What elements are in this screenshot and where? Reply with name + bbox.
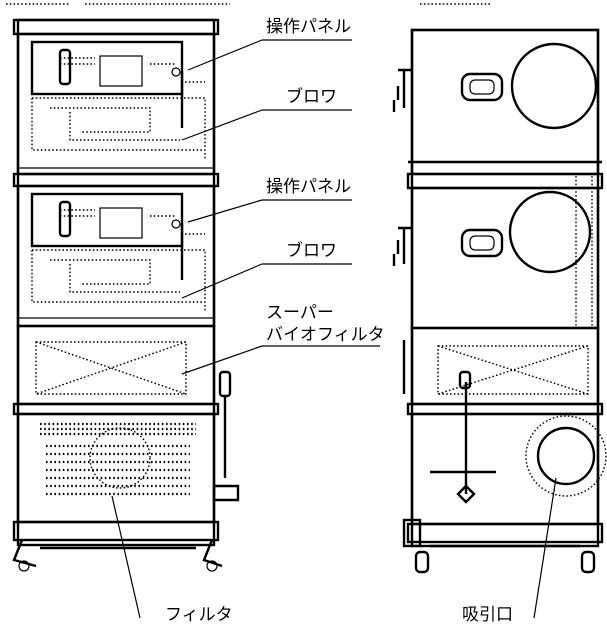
side-view — [392, 28, 607, 574]
side-cabinet-outline — [410, 28, 600, 548]
front-cabinet-outline — [16, 18, 216, 547]
front-side-handle — [212, 370, 240, 502]
super-bio-filter-label-line2: バイオフィルタ — [266, 325, 385, 345]
front-view — [12, 18, 240, 572]
super-bio-filter-label-line1: スーパー — [266, 303, 334, 323]
lower-side-circle — [508, 190, 592, 274]
front-upper-blower-module — [16, 32, 216, 176]
upper-control-panel — [30, 40, 184, 96]
filter-label: フィルタ — [165, 605, 233, 625]
blower-lower-label: ブロワ — [286, 240, 337, 261]
leader-lines — [111, 39, 557, 619]
blower-upper-label: ブロワ — [286, 86, 337, 107]
front-top-cap — [12, 18, 220, 36]
suction-port-label: 吸引口 — [462, 605, 513, 625]
front-lower-blower-module — [16, 184, 216, 328]
lower-control-panel — [30, 192, 184, 248]
control-panel-lower-label: 操作パネル — [266, 177, 351, 197]
front-bio-filter-module — [16, 324, 216, 406]
front-filter-module — [16, 412, 216, 524]
suction-port-circle — [536, 426, 596, 486]
front-casters — [12, 539, 223, 572]
upper-side-circle — [510, 42, 598, 130]
control-panel-upper-label: 操作パネル — [266, 17, 351, 37]
side-casters — [414, 544, 596, 574]
